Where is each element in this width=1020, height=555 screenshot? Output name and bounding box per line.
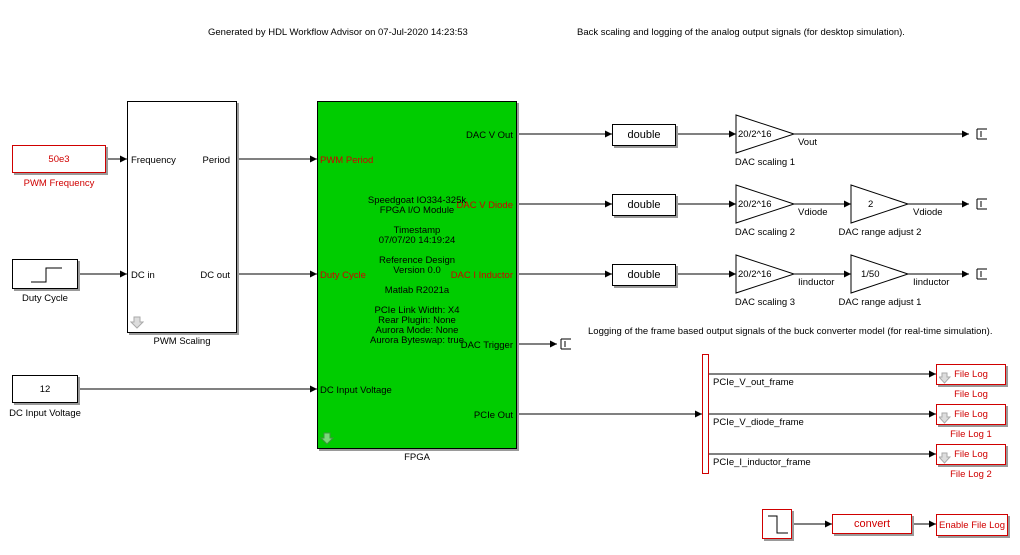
down-arrow-icon [320, 432, 334, 445]
double-label: double [627, 129, 661, 141]
signal-pcie-i-inductor: PCIe_I_inductor_frame [713, 457, 811, 468]
fpga-info-aurora-mode: Aurora Mode: None [375, 325, 459, 336]
enable-file-log-label: Enable File Log [938, 519, 1006, 531]
gain-block[interactable] [735, 254, 796, 294]
down-arrow-icon [939, 372, 951, 384]
fpga-label: FPGA [404, 452, 430, 463]
duty-cycle-block[interactable] [12, 259, 78, 289]
down-arrow-icon [939, 452, 951, 464]
dac-scaling-1-label: DAC scaling 1 [734, 157, 796, 168]
down-arrow-icon [939, 412, 951, 424]
fpga-info-timestamp-label: Timestamp [393, 225, 441, 236]
generated-note: Generated by HDL Workflow Advisor on 07-… [208, 27, 468, 38]
fpga-info-module: FPGA I/O Module [379, 205, 455, 216]
gain-block[interactable] [850, 254, 910, 294]
terminator-icon [976, 268, 987, 280]
step-down-icon [768, 515, 788, 534]
logging-note: Logging of the frame based output signal… [588, 326, 993, 337]
down-arrow-icon [130, 316, 144, 329]
backscaling-note: Back scaling and logging of the analog o… [577, 27, 905, 38]
signal-pcie-v-out: PCIe_V_out_frame [713, 377, 794, 388]
range-adjust-value-1: 1/50 [861, 269, 880, 280]
range-adjust-2-label: DAC range adjust 2 [838, 227, 922, 238]
terminator-icon [560, 338, 571, 350]
fpga-block[interactable]: PWM Period Duty Cycle DC Input Voltage D… [317, 101, 517, 449]
fpga-info-reference-design: Reference Design [378, 255, 456, 266]
file-log-block[interactable]: File Log [936, 364, 1006, 385]
fpga-info-version: Version 0.0 [393, 265, 441, 276]
double-block-1[interactable]: double [612, 124, 676, 146]
signal-pcie-v-diode: PCIe_V_diode_frame [713, 417, 804, 428]
dac-scaling-2-label: DAC scaling 2 [734, 227, 796, 238]
terminator-icon [976, 128, 987, 140]
pwm-scaling-block[interactable]: Frequency Period DC in DC out [127, 101, 237, 333]
fpga-info-link-width: PCIe Link Width: X4 [374, 305, 460, 316]
port-dac-v-out: DAC V Out [466, 130, 513, 141]
signal-vdiode-1: Vdiode [798, 207, 828, 218]
signal-iinductor-2: Iinductor [913, 277, 950, 288]
gain-block[interactable] [735, 114, 796, 154]
file-log-2-block[interactable]: File Log [936, 444, 1006, 465]
range-adjust-value-2: 2 [868, 199, 874, 210]
file-log-text: File Log [954, 369, 988, 380]
gain-value-2: 20/2^16 [738, 199, 772, 210]
double-label: double [627, 269, 661, 281]
gain-value-3: 20/2^16 [738, 269, 772, 280]
port-pcie-out: PCIe Out [473, 410, 513, 421]
fpga-info-board: Speedgoat IO334-325k [367, 195, 467, 206]
step-icon [31, 267, 62, 283]
port-pwm-period: PWM Period [320, 155, 374, 166]
port-dc-out: DC out [200, 270, 230, 281]
file-log-1-block[interactable]: File Log [936, 404, 1006, 425]
fpga-info-aurora-byteswap: Aurora Byteswap: true [370, 335, 464, 346]
fpga-info-rear-plugin: Rear Plugin: None [378, 315, 456, 326]
pwm-frequency-value: 50e3 [48, 153, 70, 165]
dc-input-voltage-label: DC Input Voltage [9, 408, 81, 419]
enable-file-log-block[interactable]: Enable File Log [936, 514, 1008, 536]
dc-input-voltage-value: 12 [39, 383, 51, 395]
demux-block[interactable] [702, 354, 709, 474]
pwm-frequency-block[interactable]: 50e3 [12, 145, 106, 173]
file-log-1-label: File Log 1 [950, 429, 992, 440]
port-frequency: Frequency [131, 155, 176, 166]
file-log-label: File Log [954, 389, 988, 400]
range-adjust-1-label: DAC range adjust 1 [838, 297, 922, 308]
gain-value-1: 20/2^16 [738, 129, 772, 140]
enable-step-block[interactable] [762, 509, 792, 539]
file-log-2-label: File Log 2 [950, 469, 992, 480]
gain-block[interactable] [735, 184, 796, 224]
double-block-2[interactable]: double [612, 194, 676, 216]
port-dc-in: DC in [131, 270, 155, 281]
gain-block[interactable] [850, 184, 910, 224]
convert-block[interactable]: convert [832, 514, 912, 534]
fpga-info-matlab: Matlab R2021a [384, 285, 450, 296]
double-block-3[interactable]: double [612, 264, 676, 286]
fpga-info-timestamp: 07/07/20 14:19:24 [378, 235, 456, 246]
double-label: double [627, 199, 661, 211]
port-period: Period [202, 155, 230, 166]
port-duty-cycle: Duty Cycle [320, 270, 366, 281]
port-dac-i-inductor: DAC I Inductor [450, 270, 513, 281]
file-log-text: File Log [954, 409, 988, 420]
file-log-text: File Log [954, 449, 988, 460]
duty-cycle-label: Duty Cycle [22, 293, 68, 304]
convert-label: convert [853, 518, 891, 530]
port-dac-trigger: DAC Trigger [460, 340, 513, 351]
port-dc-input-voltage: DC Input Voltage [320, 385, 392, 396]
signal-vout: Vout [798, 137, 818, 148]
signal-vdiode-2: Vdiode [913, 207, 943, 218]
signal-iinductor-1: Iinductor [798, 277, 835, 288]
dac-scaling-3-label: DAC scaling 3 [734, 297, 796, 308]
terminator-icon [976, 198, 987, 210]
pwm-frequency-label: PWM Frequency [23, 178, 95, 189]
pwm-scaling-label: PWM Scaling [153, 336, 211, 347]
port-dac-v-diode: DAC V Diode [456, 200, 514, 211]
dc-input-voltage-block[interactable]: 12 [12, 375, 78, 403]
